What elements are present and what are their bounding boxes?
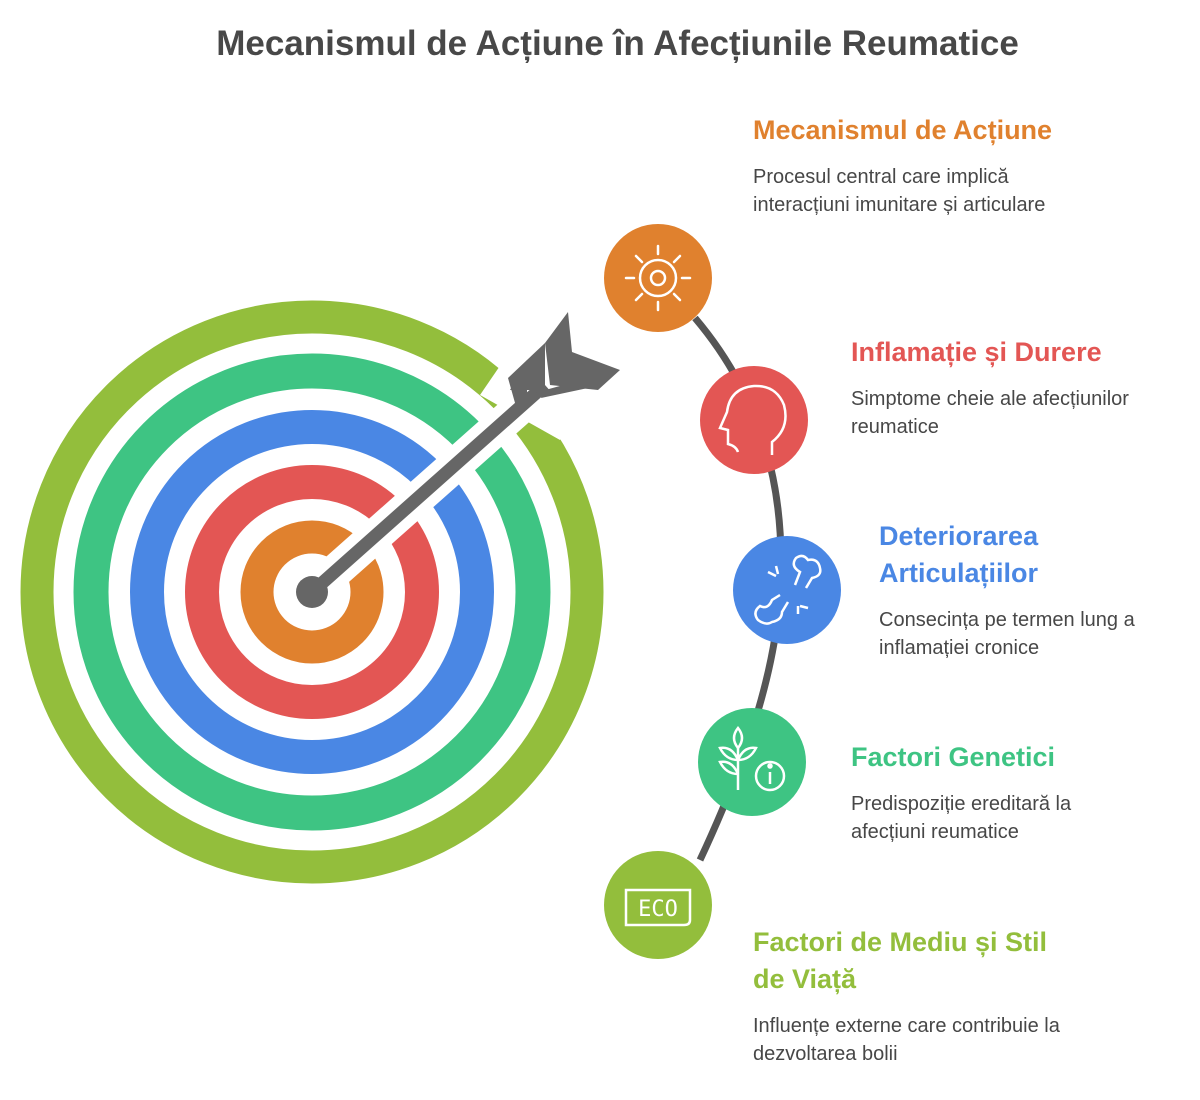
item-heading: Factori Genetici [851, 742, 1056, 772]
ring-red [185, 465, 439, 719]
node-lime: ECO [604, 851, 712, 959]
item-body: Predispoziție ereditară la afecțiuni reu… [851, 793, 1072, 843]
item-body: Simptome cheie ale afecțiunilor reumatic… [851, 388, 1129, 438]
item-body: Procesul central care implică interacțiu… [753, 166, 1046, 216]
ring-lime [20, 300, 604, 884]
broken-bone-icon [754, 554, 822, 625]
node-green [698, 708, 806, 816]
plant-info-icon [718, 725, 786, 792]
node-blue [733, 536, 841, 644]
node-orange [604, 224, 712, 332]
svg-text:ECO: ECO [638, 897, 678, 922]
arrow-icon [296, 312, 620, 608]
item-body: Influențe externe care contribuie la dez… [753, 1015, 1060, 1065]
item-heading: Factori de Mediu și Stil de Viață [753, 927, 1048, 994]
item-genetic: Factori Genetici Predispoziție ereditară… [851, 739, 1151, 846]
ring-blue [130, 410, 494, 774]
sun-gear-icon [624, 244, 692, 312]
item-heading: Deteriorarea Articulațiilor [879, 521, 1039, 588]
item-mechanism: Mecanismul de Acțiune Procesul central c… [753, 112, 1173, 219]
head-profile-icon [718, 384, 787, 455]
ring-orange [240, 520, 384, 664]
item-joint-damage: Deteriorarea Articulațiilor Consecința p… [879, 518, 1189, 662]
item-environment: Factori de Mediu și Stil de Viață Influe… [753, 924, 1083, 1068]
node-red [700, 366, 808, 474]
item-heading: Inflamație și Durere [851, 337, 1102, 367]
eco-label-icon: ECO [624, 888, 692, 927]
item-heading: Mecanismul de Acțiune [753, 115, 1053, 145]
ring-green [73, 353, 551, 831]
diagram-title: Mecanismul de Acțiune în Afecțiunile Reu… [216, 24, 1019, 63]
item-inflammation: Inflamație și Durere Simptome cheie ale … [851, 334, 1191, 441]
item-body: Consecința pe termen lung a inflamației … [879, 609, 1135, 659]
